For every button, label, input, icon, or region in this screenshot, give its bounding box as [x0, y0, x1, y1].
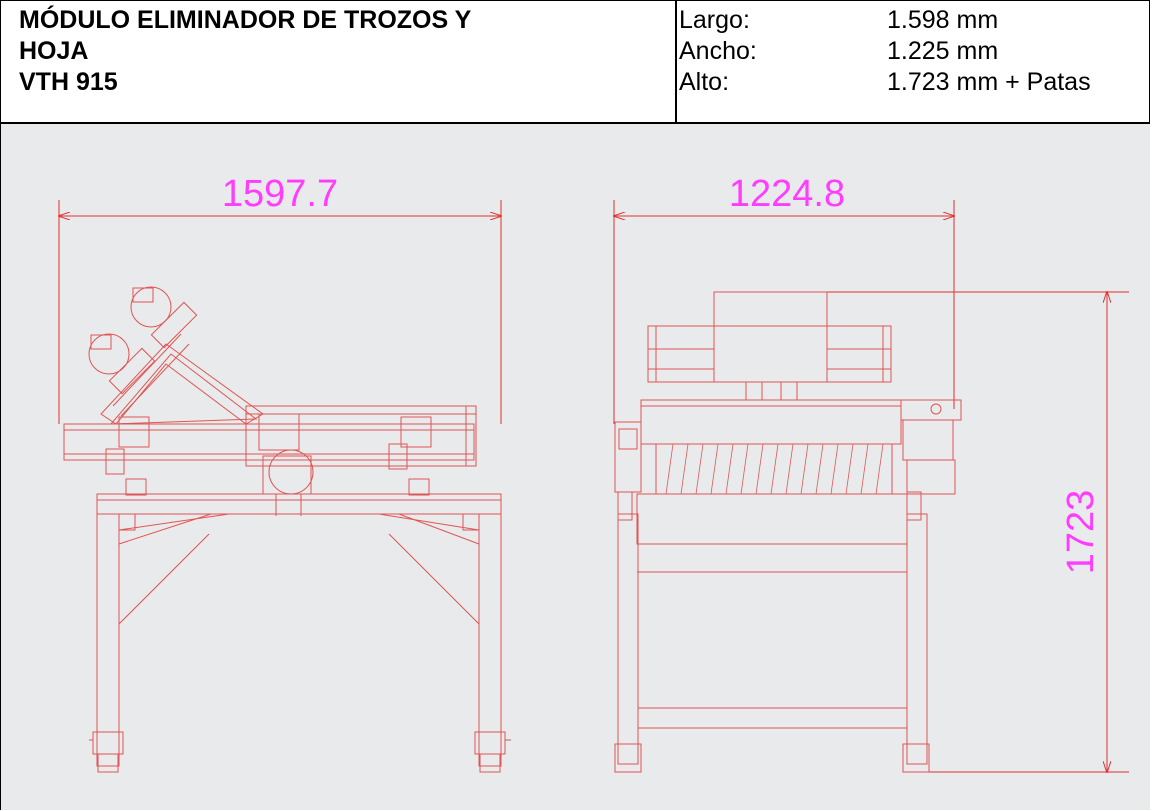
dimension-side-length-label: 1597.7 [222, 173, 338, 215]
spec-value-ancho: 1.225 mm [887, 37, 999, 65]
spec-label-largo: Largo: [679, 6, 750, 34]
spec-value-largo: 1.598 mm [887, 6, 999, 34]
front-view-machine [614, 291, 962, 773]
header-table: MÓDULO ELIMINADOR DE TROZOS Y HOJA VTH 9… [0, 0, 1150, 124]
spec-row-largo: Largo: 1.598 mm [677, 5, 1149, 36]
drawing-canvas: 1597.7 [1, 173, 1129, 810]
spec-label-ancho: Ancho: [679, 37, 757, 65]
dimension-height-label: 1723 [1060, 490, 1102, 575]
spec-value-alto: 1.723 mm + Patas [887, 68, 1091, 96]
title-line-3: VTH 915 [19, 68, 118, 96]
spec-label-alto: Alto: [679, 68, 730, 96]
title-line-1: MÓDULO ELIMINADOR DE TROZOS Y [19, 6, 472, 34]
side-view-machine [63, 286, 511, 773]
spec-row-alto: Alto: 1.723 mm + Patas [677, 67, 1149, 98]
dimension-front-width-label: 1224.8 [729, 173, 845, 215]
dimension-side-length [59, 200, 501, 424]
title-line-2: HOJA [19, 37, 89, 65]
dimension-front-width [614, 200, 954, 424]
technical-drawing: 1597.7 [0, 124, 1150, 810]
title-cell: MÓDULO ELIMINADOR DE TROZOS Y HOJA VTH 9… [1, 1, 677, 123]
spec-cell: Largo: 1.598 mm Ancho: 1.225 mm Alto: 1.… [677, 1, 1149, 123]
spec-row-ancho: Ancho: 1.225 mm [677, 36, 1149, 67]
